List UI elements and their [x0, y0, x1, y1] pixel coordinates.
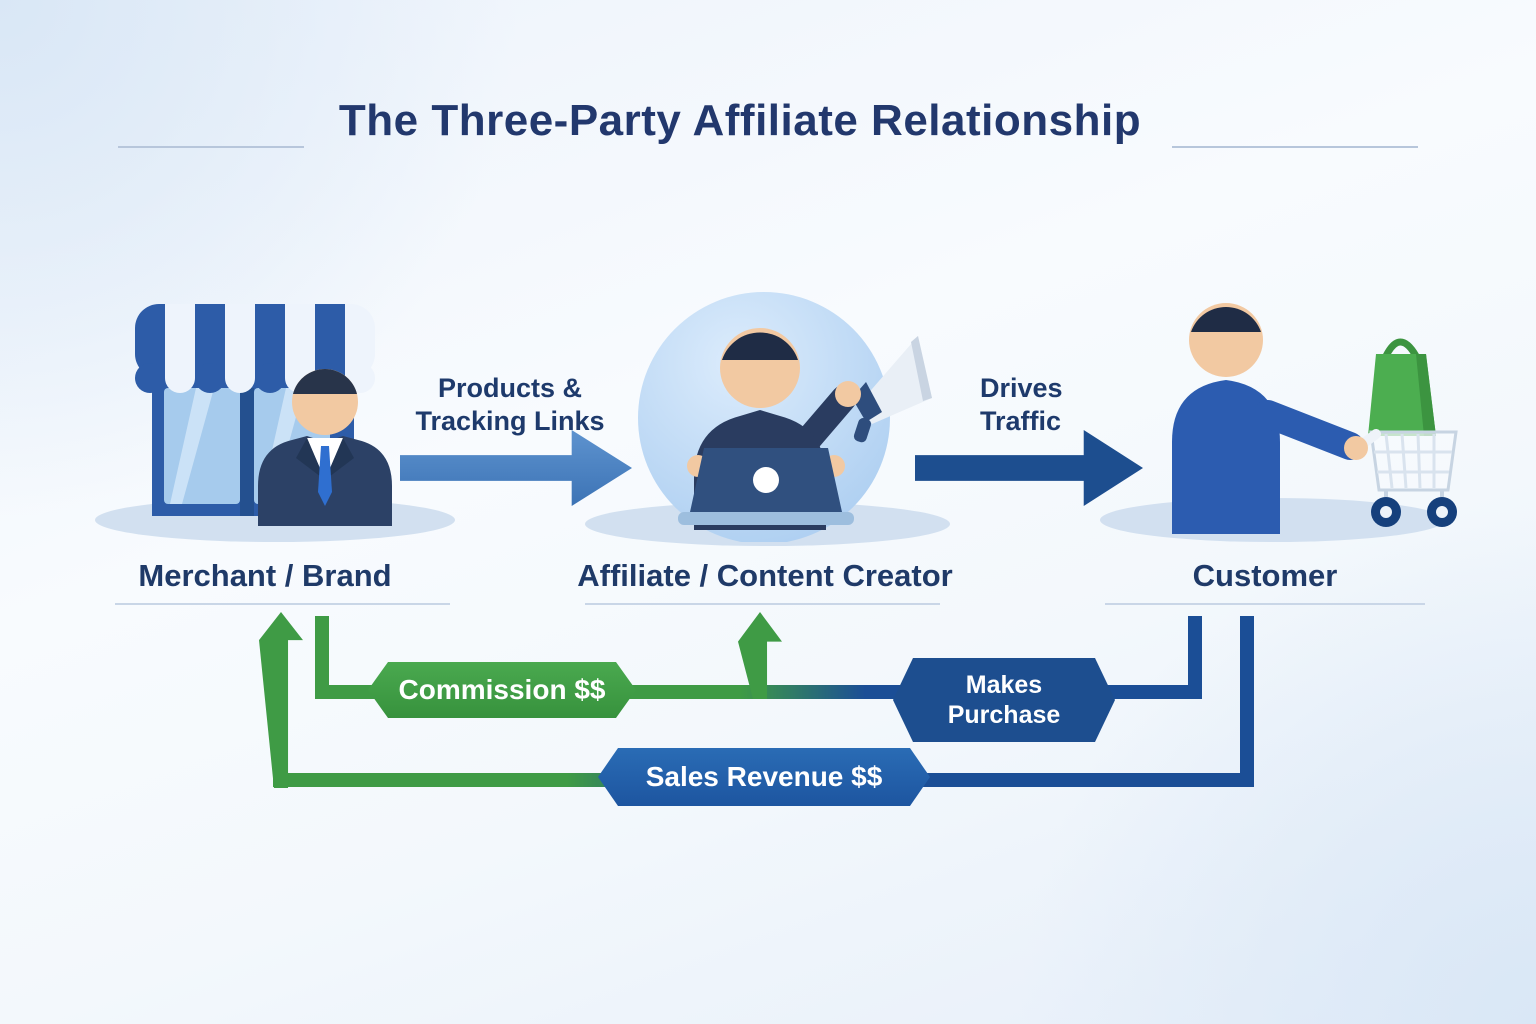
- customer-illustration: [1172, 303, 1458, 534]
- merchant-label: Merchant / Brand: [138, 558, 392, 593]
- shopping-cart-icon: [1355, 429, 1458, 527]
- customer-purchase-connector: [1188, 616, 1202, 692]
- customer-revenue-connector: [1240, 616, 1254, 787]
- products-tracking-label-line1: Products &: [437, 373, 583, 403]
- sales-revenue-banner: Sales Revenue $$: [598, 748, 930, 806]
- customer-label: Customer: [1192, 558, 1338, 593]
- to-merchant-up-arrow: [259, 612, 303, 788]
- laptop-icon: [678, 448, 854, 525]
- drives-traffic-label-line1: Drives: [980, 373, 1063, 403]
- commission-banner: Commission $$: [368, 662, 636, 718]
- commission-banner-label: Commission $$: [398, 674, 606, 705]
- drives-traffic-label-line2: Traffic: [980, 406, 1062, 436]
- products-tracking-arrow: [400, 430, 632, 506]
- customer-person-icon: [1172, 303, 1368, 534]
- title-rule-right: [1172, 146, 1418, 148]
- merchant-illustration: [135, 304, 392, 526]
- sales-revenue-label: Sales Revenue $$: [645, 761, 883, 792]
- products-tracking-label: Products & Tracking Links: [385, 372, 635, 438]
- makes-purchase-line2: Purchase: [947, 701, 1061, 729]
- merchant-commission-connector: [315, 616, 329, 692]
- merchant-person-icon: [258, 369, 392, 526]
- makes-purchase-line1: Makes: [965, 671, 1043, 699]
- megaphone-icon: [852, 336, 932, 443]
- makes-purchase-banner: Makes Purchase: [893, 658, 1115, 742]
- drives-traffic-arrow: [915, 430, 1143, 506]
- drives-traffic-label: Drives Traffic: [980, 372, 1180, 438]
- page-title: The Three-Party Affiliate Relationship: [338, 96, 1142, 145]
- shopping-bag-icon: [1368, 338, 1436, 436]
- title-rule-left: [118, 146, 304, 148]
- affiliate-label-rule: [585, 603, 940, 605]
- affiliate-illustration: [638, 292, 932, 542]
- customer-label-rule: [1105, 603, 1425, 605]
- products-tracking-label-line2: Tracking Links: [415, 406, 605, 436]
- affiliate-label: Affiliate / Content Creator: [577, 558, 953, 593]
- merchant-label-rule: [115, 603, 450, 605]
